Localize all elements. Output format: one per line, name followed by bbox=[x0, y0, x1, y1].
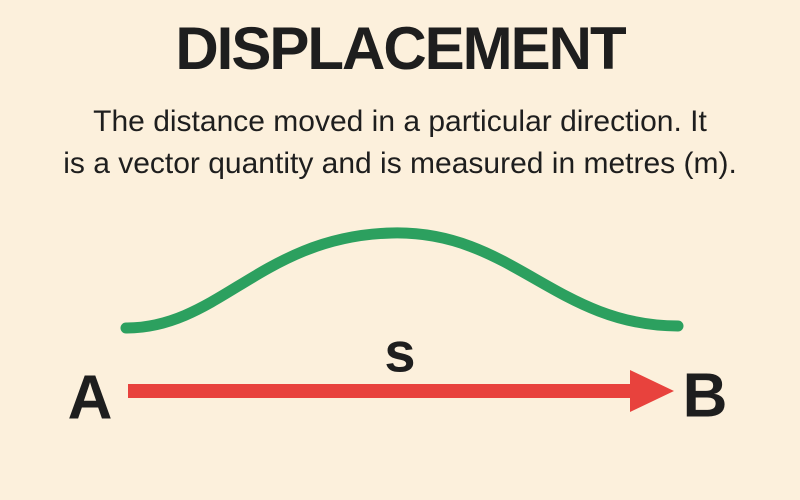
point-a-label: A bbox=[67, 363, 113, 433]
point-b-label: B bbox=[682, 361, 728, 431]
displacement-arrow-head bbox=[630, 370, 674, 412]
definition-line-1: The distance moved in a particular direc… bbox=[93, 105, 707, 138]
definition-line-2: is a vector quantity and is measured in … bbox=[63, 147, 737, 180]
displacement-s-label: s bbox=[384, 320, 416, 384]
page-title: DISPLACEMENT bbox=[175, 15, 626, 82]
distance-path-curve bbox=[120, 227, 684, 334]
definition-text: The distance moved in a particular direc… bbox=[0, 101, 800, 185]
